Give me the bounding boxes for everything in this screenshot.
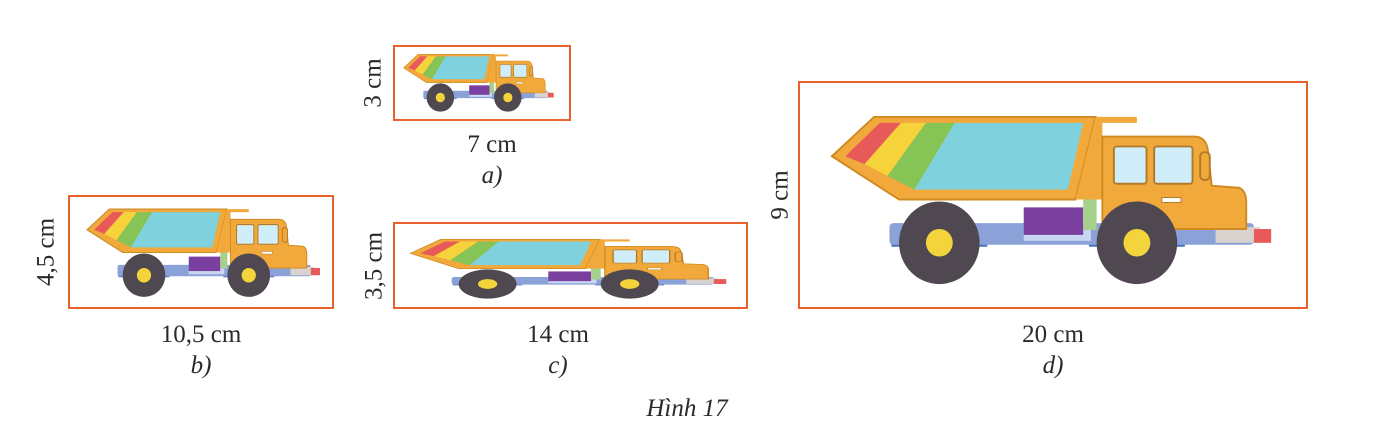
panel-d-frame — [798, 81, 1308, 309]
figure-caption: Hình 17 — [646, 395, 728, 422]
panel-a-caption: a) — [481, 162, 503, 189]
panel-d-height-label: 9 cm — [766, 170, 794, 220]
panel-c-frame — [393, 222, 748, 309]
panel-a-height-label: 3 cm — [359, 58, 387, 108]
panel-b-width-label: 10,5 cm — [160, 321, 242, 348]
panel-b-height-label: 4,5 cm — [32, 217, 60, 287]
panel-b-caption: b) — [190, 352, 212, 379]
panel-c-caption: c) — [548, 352, 568, 379]
truck-image-b — [86, 208, 321, 298]
panel-c-height-label: 3,5 cm — [360, 231, 388, 301]
panel-d-width-label: 20 cm — [1022, 321, 1084, 348]
truck-image-a — [403, 54, 555, 112]
panel-d-caption: d) — [1042, 352, 1064, 379]
panel-a-width-label: 7 cm — [467, 131, 517, 158]
truck-image-c — [409, 238, 727, 300]
panel-a-frame — [393, 45, 571, 121]
panel-b-frame — [68, 195, 334, 309]
truck-image-d — [830, 115, 1273, 286]
panel-c-width-label: 14 cm — [527, 321, 589, 348]
